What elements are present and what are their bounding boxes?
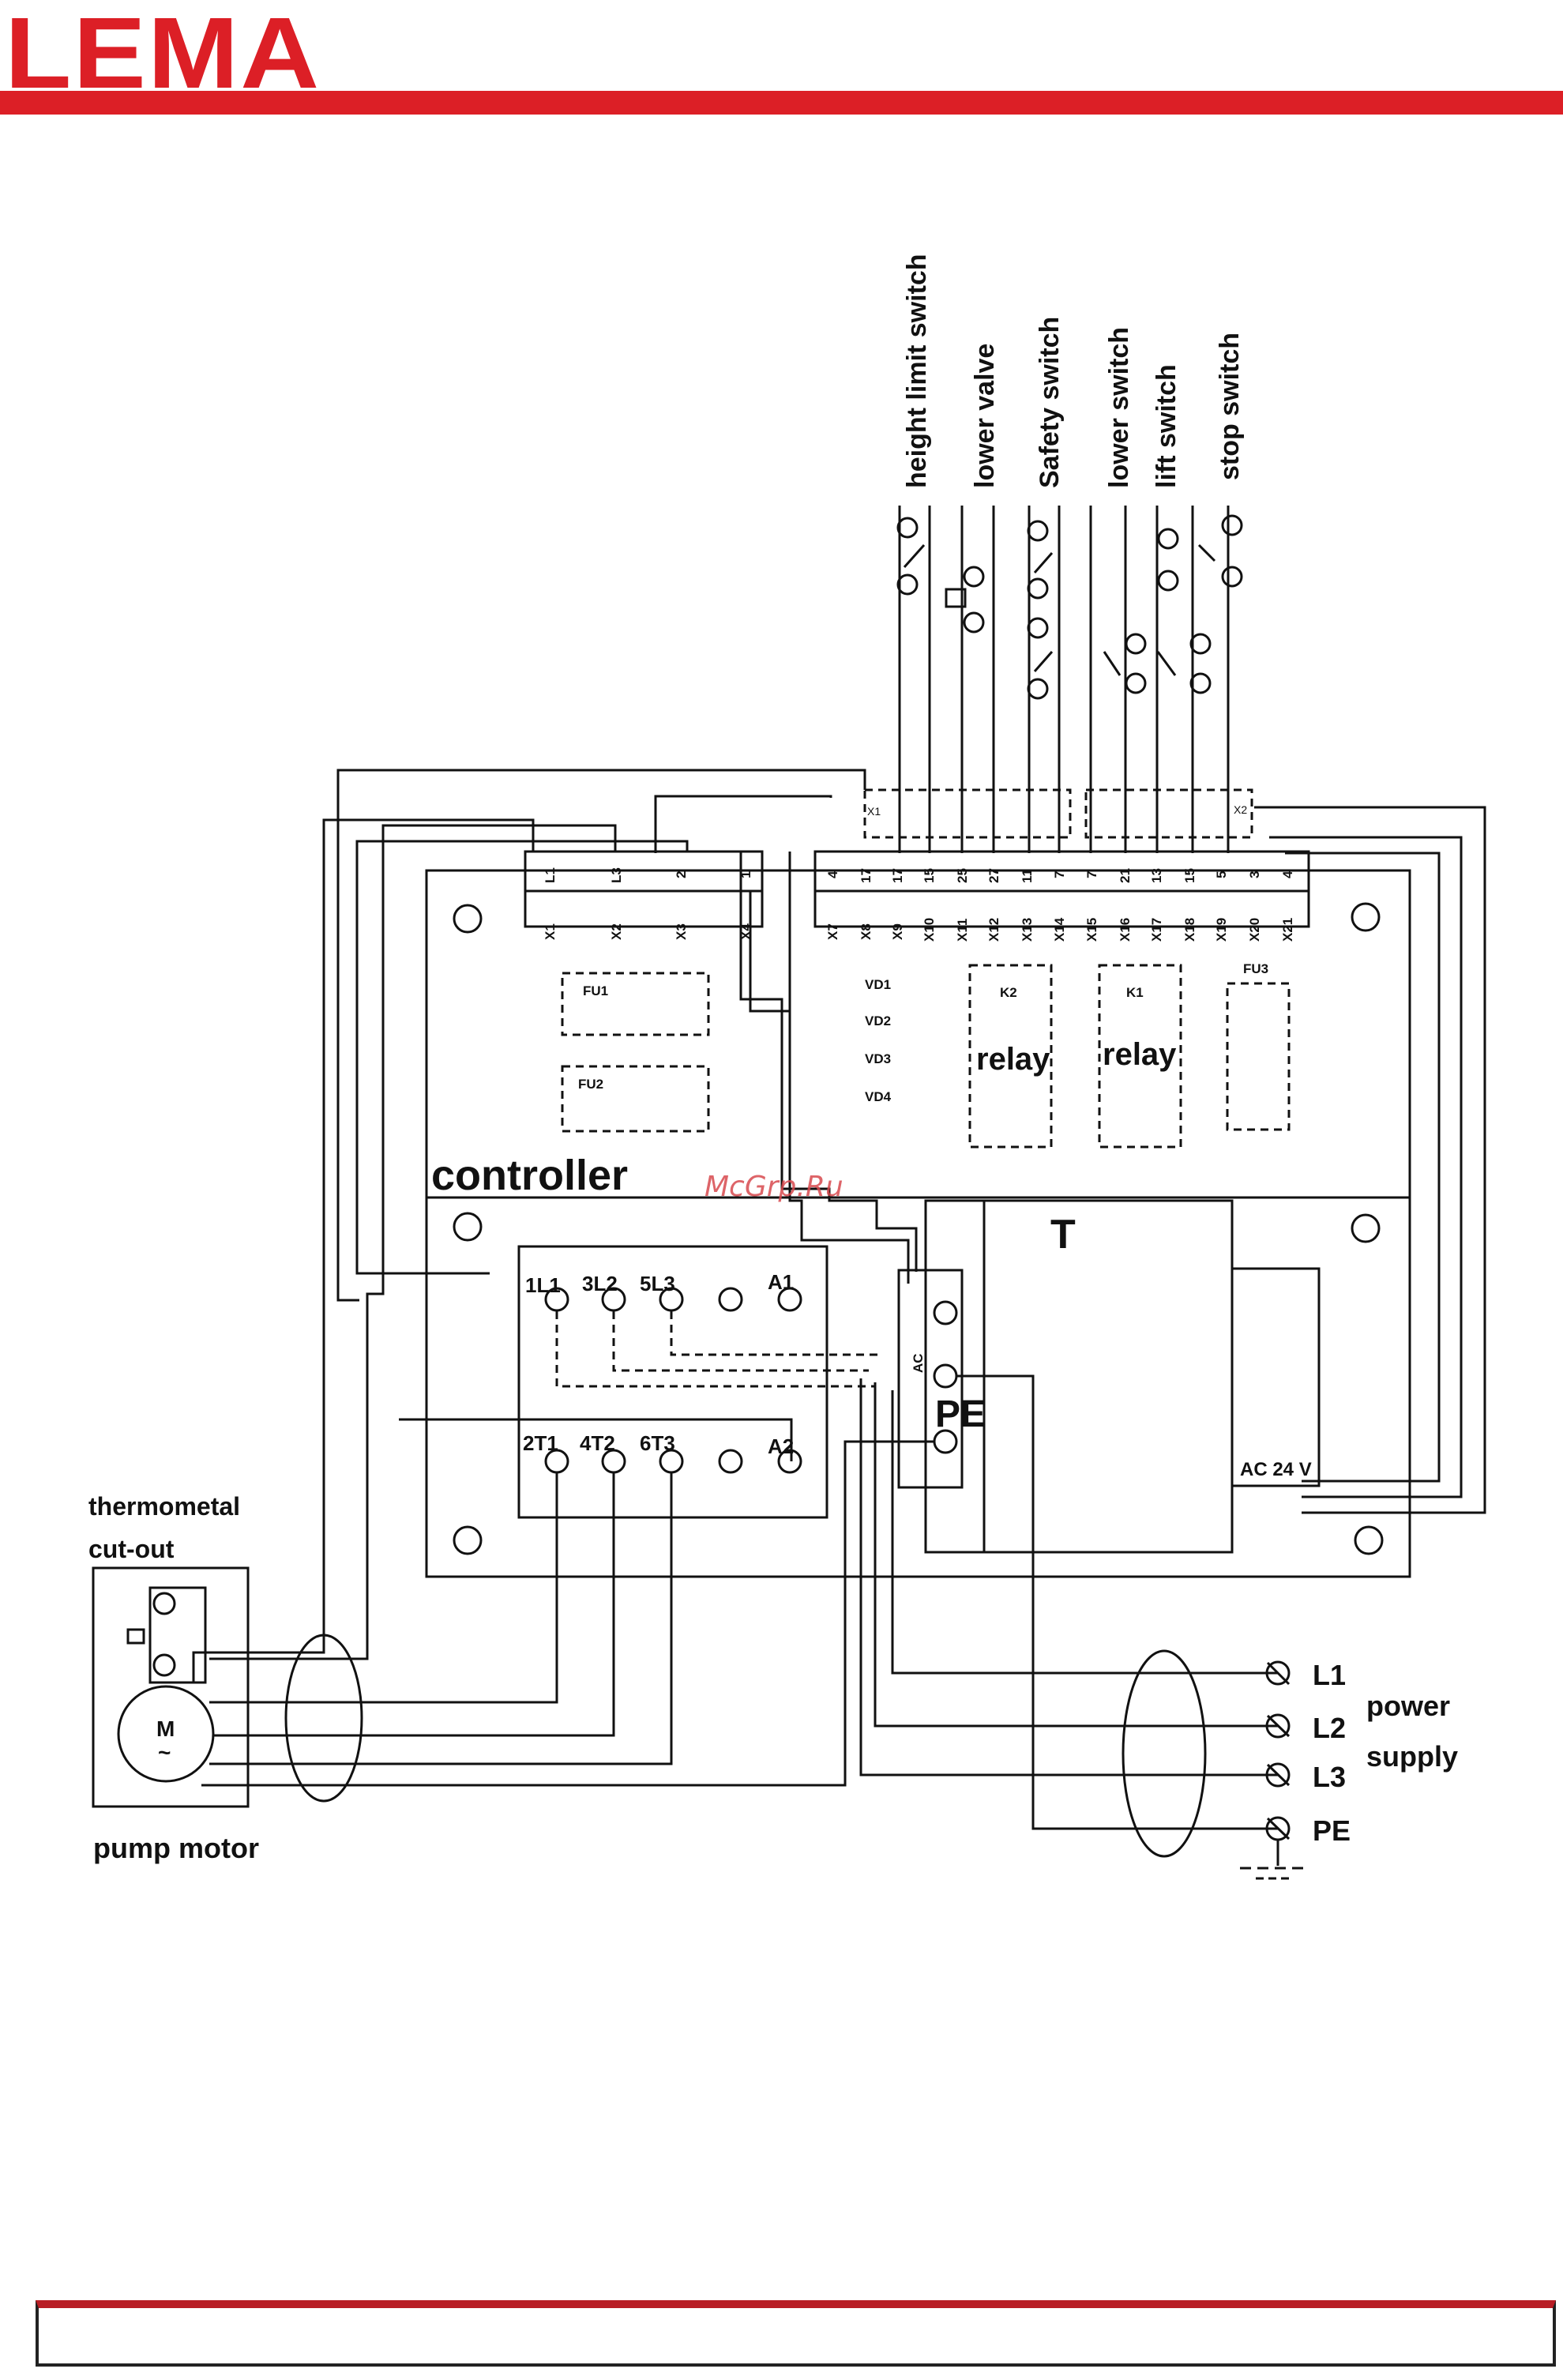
terminal-top-label: L1 [543, 867, 558, 883]
pump-motor-symbol [117, 1685, 215, 1783]
terminal-x-label: X12 [986, 918, 1001, 942]
terminal-top-label: 17 [890, 868, 905, 883]
terminal-top-label: 2 [674, 871, 689, 878]
terminal-top-label: 7 [1084, 871, 1099, 878]
terminal-top-label: 5 [1214, 871, 1229, 878]
terminal-top-label: 17 [859, 868, 874, 883]
terminal-top-label: 21 [1118, 868, 1133, 883]
terminal-x-label: X4 [738, 923, 753, 940]
power-terminal-l1: L1 [1313, 1659, 1346, 1691]
terminal-x-label: X13 [1020, 918, 1035, 942]
terminal-x-label: X19 [1214, 918, 1229, 942]
terminal-top-label: 4 [1280, 870, 1295, 878]
watermark-text: McGrp.Ru [704, 1171, 843, 1203]
terminal-x-label: X9 [890, 923, 905, 940]
transformer-pe-label: PE [935, 1393, 986, 1435]
terminal-top-label: 15 [922, 868, 937, 883]
contactor-top-label: A1 [768, 1270, 794, 1294]
footer-frame [36, 2300, 1556, 2367]
terminal-x-label: X14 [1052, 917, 1067, 942]
terminal-top-label: 11 [1020, 869, 1035, 883]
transformer-output-label: AC 24 V [1240, 1459, 1312, 1480]
relay-k2-label: relay [976, 1042, 1050, 1077]
terminal-top-label: 15 [1182, 868, 1197, 883]
power-terminal-pe: PE [1313, 1814, 1351, 1847]
power-cable-sleeve [1122, 1649, 1207, 1858]
height-limit-switch-label: height limit switch [902, 254, 932, 488]
lift-switch-label: lift switch [1152, 364, 1182, 488]
transformer-ac-label: AC [911, 1353, 926, 1373]
terminal-x-label: X3 [674, 923, 689, 940]
motor-box [92, 1566, 250, 1808]
contactor-top-label: 3L2 [582, 1272, 618, 1295]
power-supply-label-line2: supply [1366, 1740, 1458, 1773]
lower-valve-label: lower valve [970, 344, 1000, 488]
thermo-label-line2: cut-out [88, 1535, 175, 1563]
terminal-top-label: 7 [1052, 871, 1067, 878]
controller-label: controller [431, 1152, 628, 1199]
terminal-x-label: X16 [1118, 918, 1133, 942]
fuse-fu3-label: FU3 [1243, 961, 1268, 976]
lema-logo: LEMA [5, 0, 321, 110]
contactor-bottom-label: 2T1 [523, 1431, 558, 1455]
terminal-x-label: X17 [1149, 918, 1164, 942]
terminal-top-label: L3 [609, 867, 624, 883]
relay-k1-id: K1 [1126, 985, 1144, 1000]
terminal-top-label: 27 [986, 868, 1001, 883]
diode-vd1-label: VD1 [865, 977, 891, 992]
contactor-bottom-label: A2 [768, 1434, 794, 1458]
contactor-box [517, 1245, 828, 1519]
transformer-label: T [1050, 1212, 1076, 1258]
fuse-fu1-label: FU1 [583, 983, 608, 998]
terminal-x-label: X2 [609, 923, 624, 940]
base-plate [425, 1196, 1411, 1578]
fuse-fu2-label: FU2 [578, 1077, 603, 1092]
relay-k1-label: relay [1103, 1037, 1177, 1072]
diode-vd3-label: VD3 [865, 1051, 891, 1066]
contactor-bottom-label: 4T2 [580, 1431, 615, 1455]
safety-switch-label: Safety switch [1035, 317, 1065, 488]
motor-tilde-label: ~ [158, 1740, 171, 1765]
power-terminal-l3: L3 [1313, 1761, 1346, 1793]
terminal-top-label: 4 [825, 870, 840, 878]
power-supply-label-line1: power [1366, 1690, 1450, 1722]
terminal-x-label: X1 [543, 923, 558, 940]
thermo-label-line1: thermometal [88, 1492, 240, 1521]
power-terminal-l2: L2 [1313, 1712, 1346, 1744]
terminal-top-label: 3 [1247, 871, 1262, 878]
terminal-x-label: X21 [1280, 918, 1295, 942]
plug-x1-label: X1 [867, 805, 881, 818]
plug-x2-label: X2 [1234, 803, 1247, 816]
contactor-bottom-label: 6T3 [640, 1431, 675, 1455]
relay-k2-id: K2 [1000, 985, 1017, 1000]
terminal-x-label: X10 [922, 918, 937, 942]
terminal-top-label: 1 [738, 871, 753, 878]
pump-motor-label: pump motor [93, 1832, 259, 1864]
terminal-x-label: X7 [825, 923, 840, 940]
diode-vd4-label: VD4 [865, 1089, 892, 1104]
header-red-bar [0, 91, 1563, 115]
terminal-x-label: X18 [1182, 918, 1197, 942]
terminal-x-label: X20 [1247, 918, 1262, 942]
diode-vd2-label: VD2 [865, 1013, 891, 1028]
contactor-top-label: 5L3 [640, 1272, 675, 1295]
lower-switch-label: lower switch [1104, 327, 1134, 488]
terminal-x-label: X15 [1084, 918, 1099, 942]
stop-switch-label: stop switch [1215, 333, 1245, 480]
terminal-top-label: 25 [955, 868, 970, 883]
terminal-x-label: X8 [859, 923, 874, 940]
terminal-x-label: X11 [955, 919, 970, 942]
motor-symbol-label: M [156, 1716, 175, 1741]
terminal-top-label: 13 [1149, 868, 1164, 883]
contactor-top-label: 1L1 [525, 1273, 561, 1297]
